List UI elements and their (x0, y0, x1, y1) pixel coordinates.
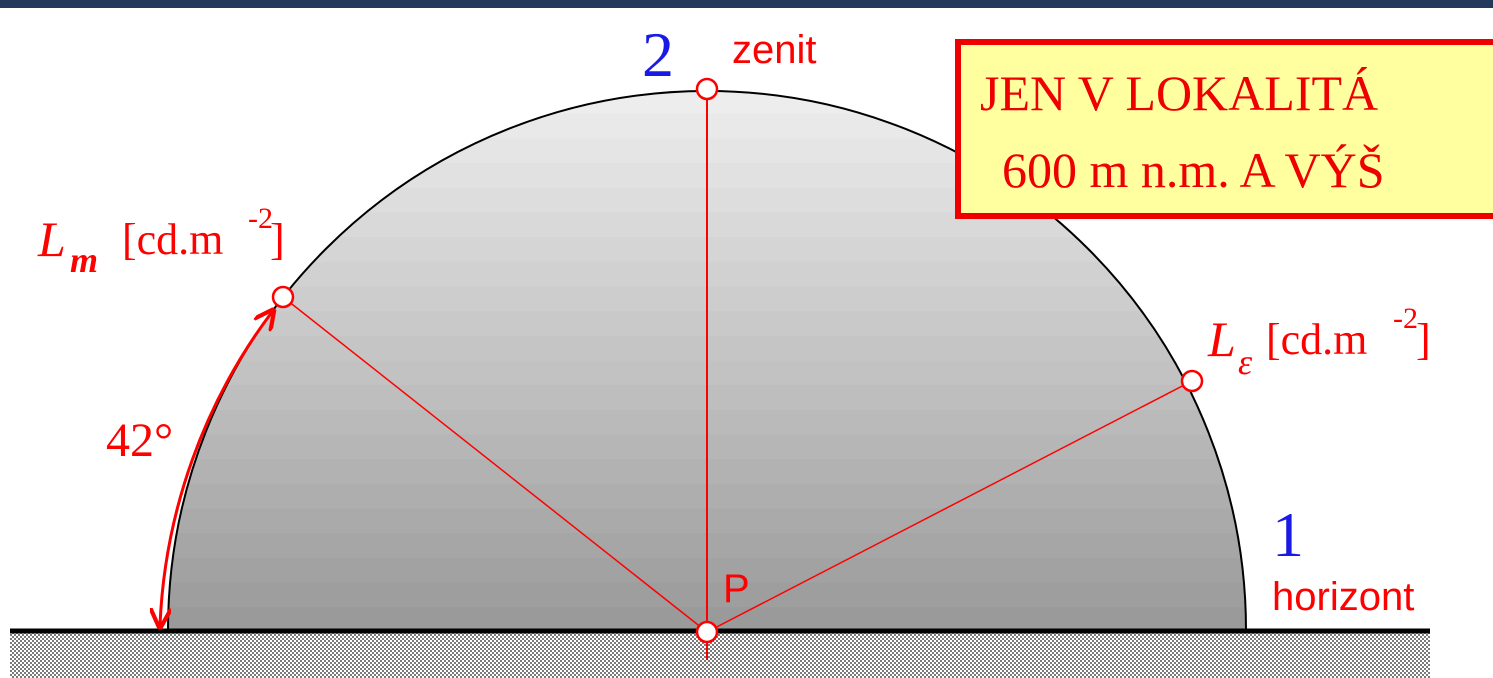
luminance-symbol: L (1207, 311, 1236, 367)
sky-band (168, 360, 1246, 387)
notice-box (955, 39, 1493, 219)
sky-band (168, 483, 1246, 510)
point-label: P (723, 567, 750, 611)
header-bar (0, 0, 1493, 8)
luminance-symbol: L (37, 211, 66, 267)
sky-band (168, 434, 1246, 461)
sky-band (168, 508, 1246, 535)
ground-hatching (10, 633, 1430, 678)
notice-line-1: JEN V LOKALITÁ (980, 65, 1378, 121)
zenith-number: 2 (642, 19, 674, 90)
sky-band (168, 409, 1246, 436)
sky-band (168, 237, 1246, 263)
notice-line-2: 600 m n.m. A VÝŠ (1002, 142, 1385, 198)
luminance-unit: [cd.m (122, 215, 223, 264)
luminance-subscript: m (70, 240, 98, 280)
horizon-number: 1 (1272, 499, 1304, 570)
zenith-label: zenit (732, 28, 817, 72)
left-ray (282, 296, 708, 633)
sky-band (168, 533, 1246, 559)
luminance-label-left: L m [cd.m -2 ] (37, 202, 285, 280)
observer-point (695, 620, 719, 644)
horizon-label: horizont (1272, 575, 1414, 619)
left-sky-point (271, 285, 295, 309)
sky-band (168, 459, 1246, 485)
sky-band (168, 385, 1246, 411)
altitude-notice: JEN V LOKALITÁ 600 m n.m. A VÝŠ (955, 39, 1493, 219)
luminance-unit-close: ] (1416, 315, 1431, 364)
luminance-subscript: ε (1238, 342, 1253, 382)
luminance-unit-close: ] (270, 215, 285, 264)
sky-band (168, 286, 1246, 313)
angle-label: 42° (106, 414, 173, 467)
luminance-exponent: -2 (1393, 302, 1418, 335)
right-ray (706, 380, 1193, 633)
sky-band (168, 582, 1246, 609)
sky-band (168, 557, 1246, 584)
sky-band (168, 335, 1246, 362)
zenith-point (695, 77, 719, 101)
right-sky-point (1180, 369, 1204, 393)
angle-arc (160, 312, 272, 625)
sky-band (168, 261, 1246, 288)
luminance-exponent: -2 (248, 202, 273, 235)
luminance-label-right: L ε [cd.m -2 ] (1207, 302, 1431, 382)
luminance-unit: [cd.m (1266, 315, 1367, 364)
